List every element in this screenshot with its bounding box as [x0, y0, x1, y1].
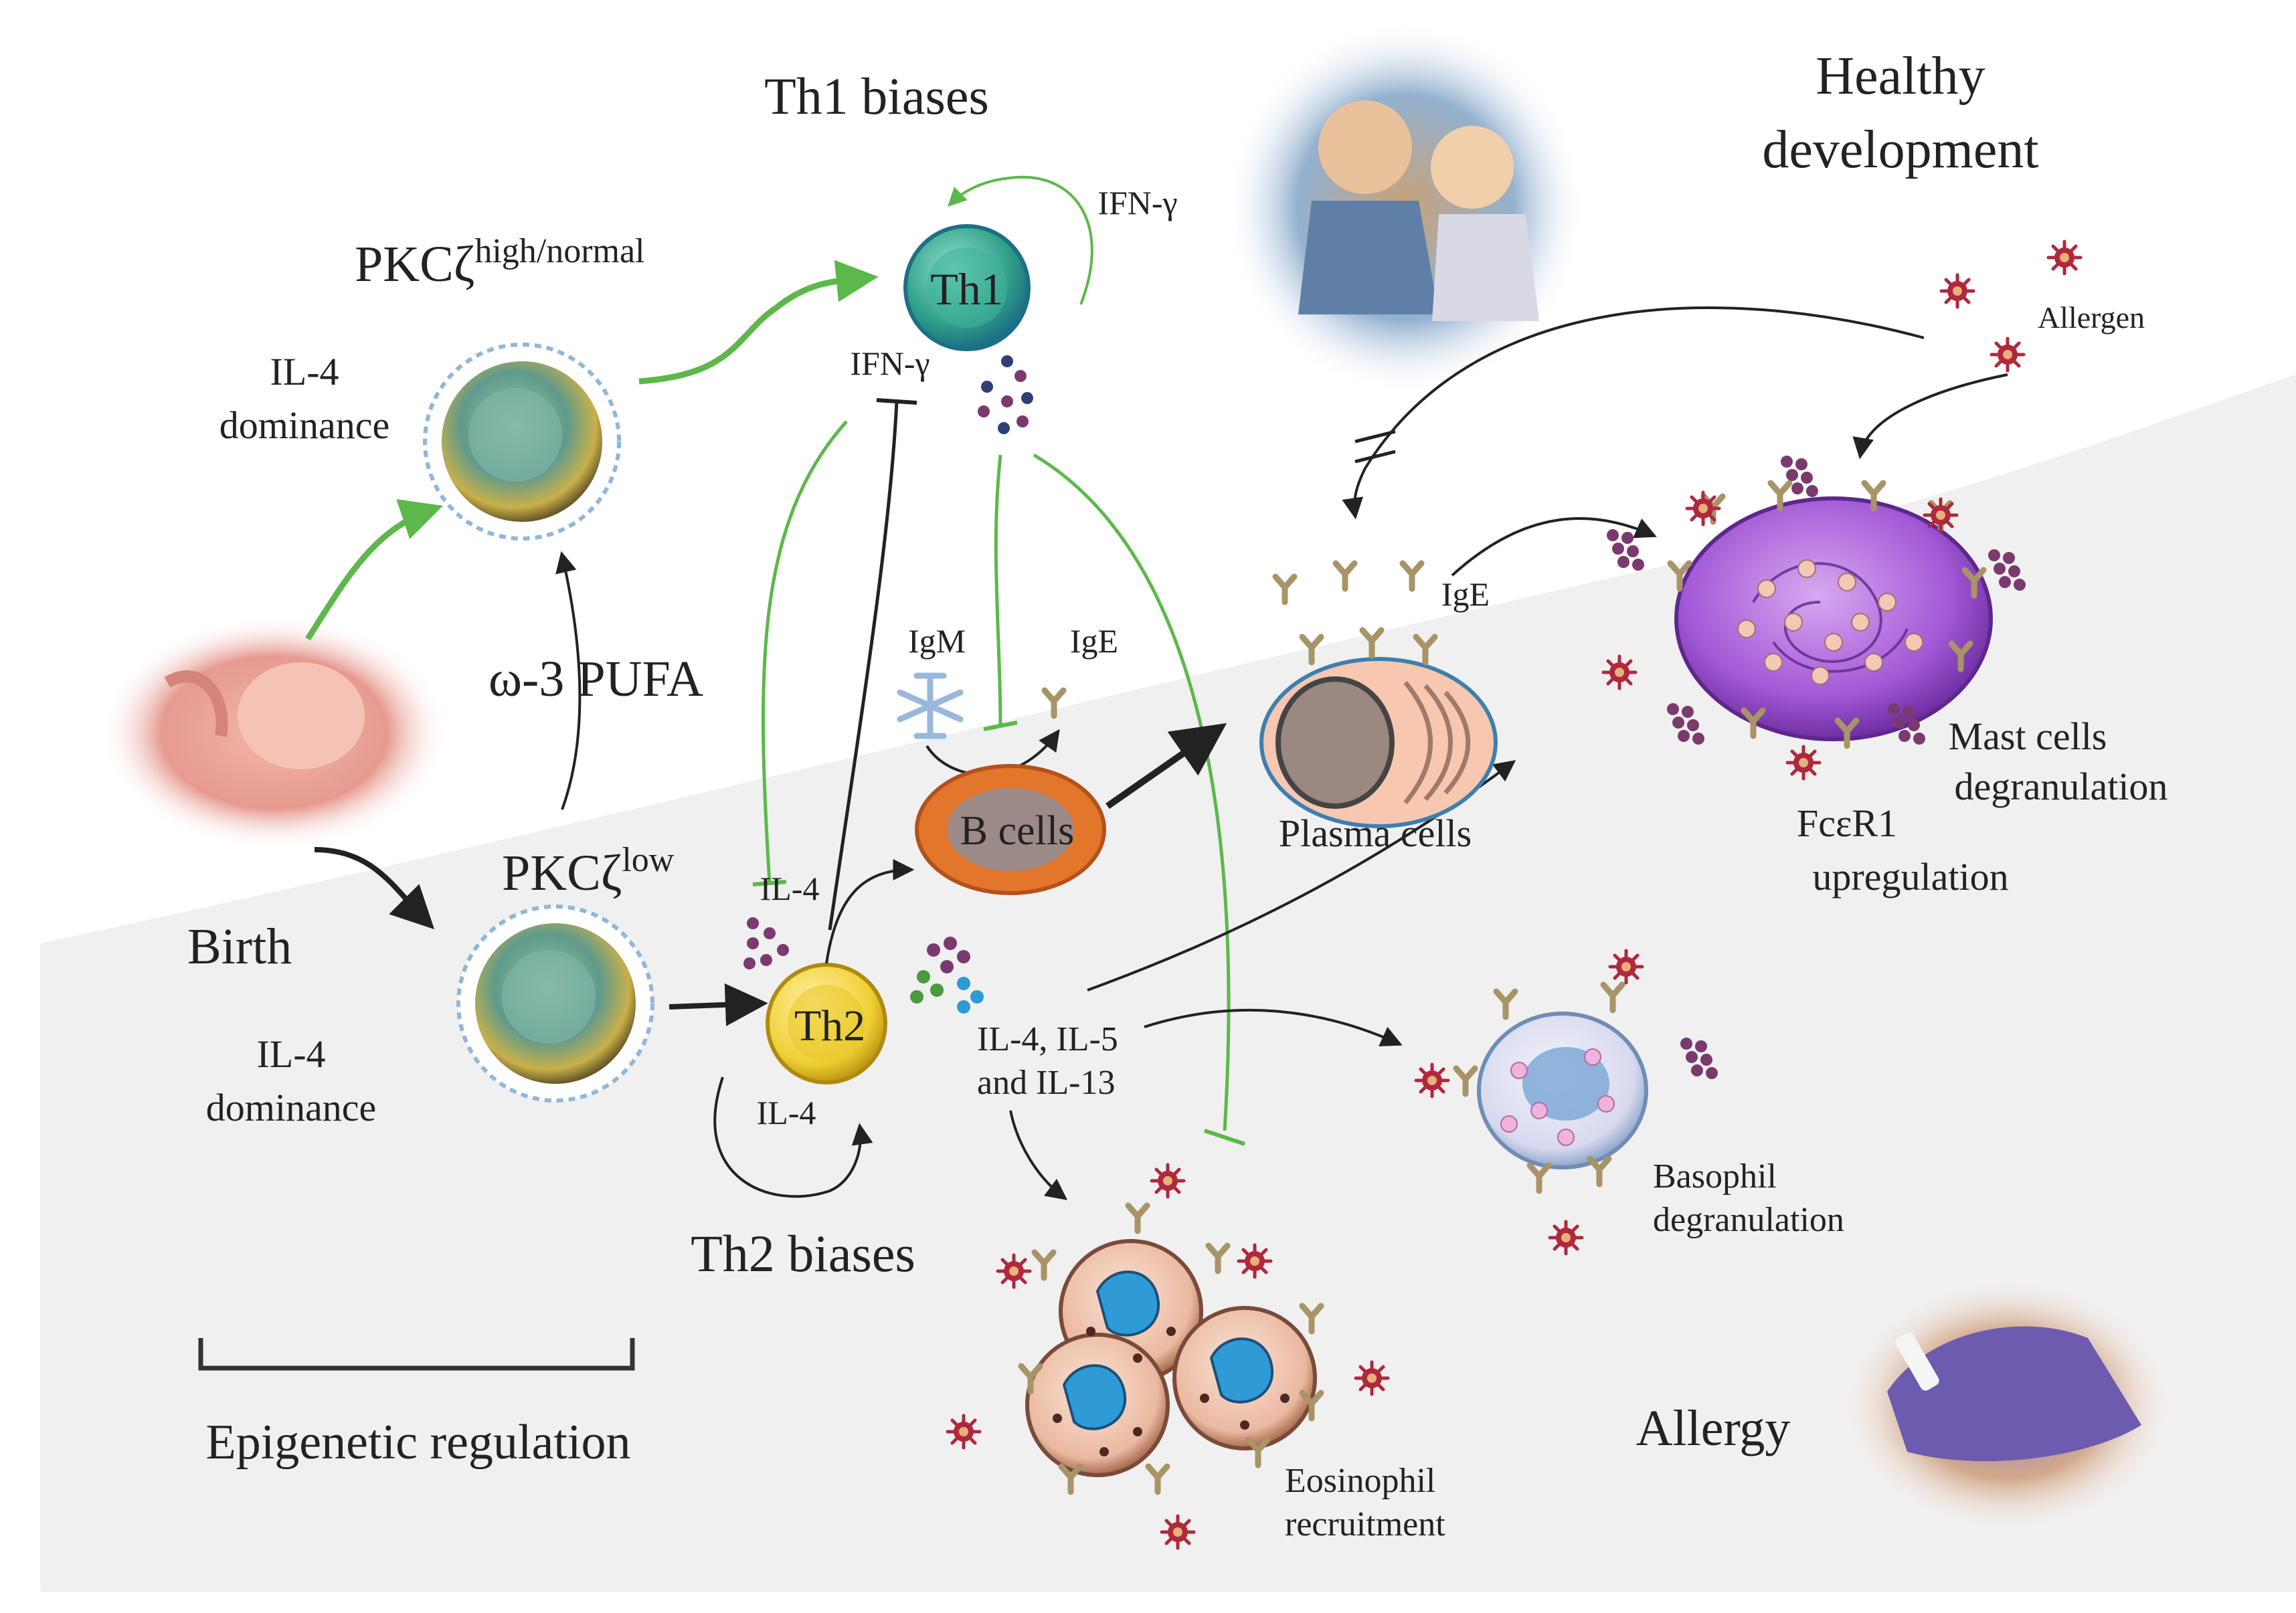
- allergen-label: Allergen: [2038, 300, 2145, 335]
- plasma-cells-label: Plasma cells: [1279, 812, 1472, 855]
- birth-label: Birth: [187, 919, 292, 975]
- arrow-pkc-low-to-th2: [669, 983, 768, 1026]
- ifn-inhibits-eosinophil-bar: [1204, 1129, 1245, 1146]
- epigenetic-regulation-label: Epigenetic regulation: [206, 1415, 631, 1470]
- fce-line2: upregulation: [1812, 855, 2008, 898]
- th1-inhibits-th2-green: [761, 420, 848, 884]
- b-cells-label: B cells: [960, 808, 1074, 854]
- arrow-plasma-to-mast: [1451, 517, 1657, 577]
- th1-inhibits-th2-bar: [752, 880, 787, 886]
- arrow-birth-to-pkc-low: [314, 847, 435, 930]
- il-mix-line2: and IL-13: [977, 1064, 1115, 1102]
- arrow-pkc-high-to-th1: [638, 260, 879, 385]
- ifn-gamma-mid-label: IFN-γ: [850, 345, 930, 382]
- plasma-cell: [1259, 657, 1498, 828]
- il4-dominance-lower-line2: dominance: [206, 1086, 376, 1129]
- il4-dominance-lower-line1: IL-4: [256, 1032, 325, 1076]
- eosinophil-line1: Eosinophil: [1285, 1462, 1435, 1500]
- th2-biases-heading: Th2 biases: [691, 1224, 915, 1283]
- ifn-granules: [978, 355, 1033, 434]
- baby-photo: [100, 615, 448, 850]
- arrow-birth-to-pkc-high: [305, 499, 443, 641]
- arrow-pufa-up: [555, 551, 582, 810]
- eosinophil-line2: recruitment: [1285, 1505, 1445, 1543]
- mast-cells-line1: Mast cells: [1949, 715, 2107, 758]
- epigenetic-bracket: [198, 1338, 635, 1371]
- allergen-3: [1992, 339, 2024, 371]
- lymphocyte-high: [423, 343, 621, 541]
- blocked-marker: [1354, 430, 1396, 464]
- il4-autocrine-loop: [713, 1076, 873, 1198]
- fce-line1: FcεR1: [1797, 801, 1897, 845]
- ifn-autocrine-arrow: [948, 175, 1093, 305]
- pufa-label: ω-3 PUFA: [489, 651, 703, 707]
- th2-inhibits-th1-bar: [876, 398, 917, 405]
- igm-label: IgM: [908, 622, 966, 660]
- arrow-il-to-eosinophil: [1009, 1110, 1068, 1200]
- lymphocyte-low: [456, 905, 654, 1103]
- il-mix-line1: IL-4, IL-5: [977, 1020, 1118, 1058]
- th1-biases-heading: Th1 biases: [764, 67, 989, 125]
- il4-dominance-upper-line1: IL-4: [270, 350, 339, 393]
- eosinophil-3: [1172, 1306, 1317, 1450]
- pkc-high-label: PKCζhigh/normal: [355, 232, 645, 292]
- children-photo: [1225, 20, 1586, 395]
- il4-granules: [743, 917, 789, 969]
- ifn-inhibits-ige-green: [994, 454, 1002, 727]
- arrow-il-to-basophil: [1144, 1008, 1403, 1046]
- eosinophil-2: [1025, 1333, 1170, 1477]
- ifn-inhibits-eosinophil-green: [1033, 453, 1231, 1131]
- healthy-heading-line1: Healthy: [1816, 47, 1985, 106]
- mast-cells-line2: degranulation: [1955, 765, 2168, 808]
- basophil-line2: degranulation: [1653, 1201, 1844, 1239]
- allergen-1: [1941, 275, 1973, 307]
- pkc-low-label: PKCζlow: [502, 841, 675, 901]
- basophil-cell: [1416, 951, 1648, 1254]
- il4-left-label: IL-4: [760, 870, 820, 907]
- th2-cell: Th2: [766, 963, 887, 1084]
- th2-label: Th2: [794, 1002, 865, 1050]
- healthy-heading-line2: development: [1762, 120, 2038, 179]
- b-cell: B cells: [915, 764, 1106, 895]
- ige-plasma-label: IgE: [1441, 575, 1490, 613]
- th1-cell: Th1: [903, 224, 1031, 351]
- arrow-b-to-plasma: [1106, 723, 1227, 810]
- il-mix-granules: [910, 937, 984, 1014]
- il4-loop-label: IL-4: [757, 1094, 816, 1131]
- arrow-allergen-to-mast: [1852, 373, 2008, 460]
- mast-cell: [1603, 483, 1993, 779]
- il4-dominance-upper-line2: dominance: [219, 403, 389, 447]
- ige-b-label: IgE: [1070, 622, 1118, 660]
- allergy-test-photo: [1834, 1271, 2182, 1539]
- allergen-2: [2048, 242, 2081, 274]
- th2-inhibits-th1-black: [828, 401, 899, 931]
- basophil-line1: Basophil: [1653, 1157, 1777, 1196]
- arrow-allergen-to-plasma: [1342, 306, 1925, 520]
- th1-label: Th1: [930, 264, 1004, 314]
- allergy-label: Allergy: [1636, 1400, 1791, 1456]
- ifn-gamma-top-label: IFN-γ: [1097, 184, 1177, 221]
- igm-pentamer: [897, 672, 964, 739]
- arrow-th2-to-b: [825, 859, 915, 964]
- ifn-inhibits-ige-bar: [983, 721, 1018, 731]
- eosinophil-cluster: [948, 1165, 1388, 1548]
